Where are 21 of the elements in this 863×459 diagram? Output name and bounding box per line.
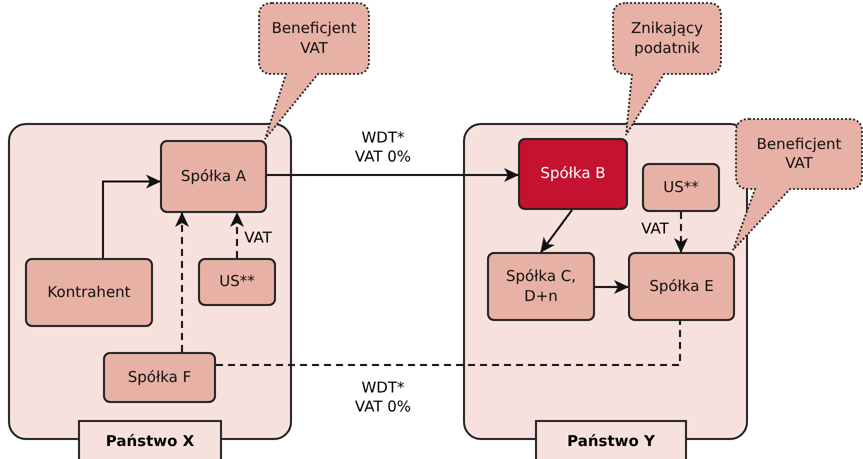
entity-box: Spółka E <box>628 252 735 321</box>
arrow <box>540 209 573 253</box>
arrow <box>674 212 688 253</box>
entity-box: US** <box>642 163 720 212</box>
entity-box: Spółka A <box>160 140 267 213</box>
country-label: Państwo X <box>78 420 222 459</box>
speech-bubble: Beneficjent VAT <box>731 118 863 252</box>
arrow <box>230 212 244 258</box>
entity-box: Spółka F <box>103 352 216 403</box>
entity-box: US** <box>198 258 276 306</box>
country-label: Państwo Y <box>535 420 687 459</box>
entity-box: Spółka B <box>518 138 628 210</box>
arrow <box>102 174 161 258</box>
speech-bubble: Znikający podatnik <box>612 2 722 137</box>
entity-box: Kontrahent <box>25 258 153 327</box>
country-panel <box>463 123 748 459</box>
arrow <box>267 168 519 182</box>
arrow <box>595 280 629 294</box>
arrow <box>175 212 189 352</box>
entity-box: Spółka C, D+n <box>487 252 595 321</box>
country-panel <box>8 123 292 459</box>
